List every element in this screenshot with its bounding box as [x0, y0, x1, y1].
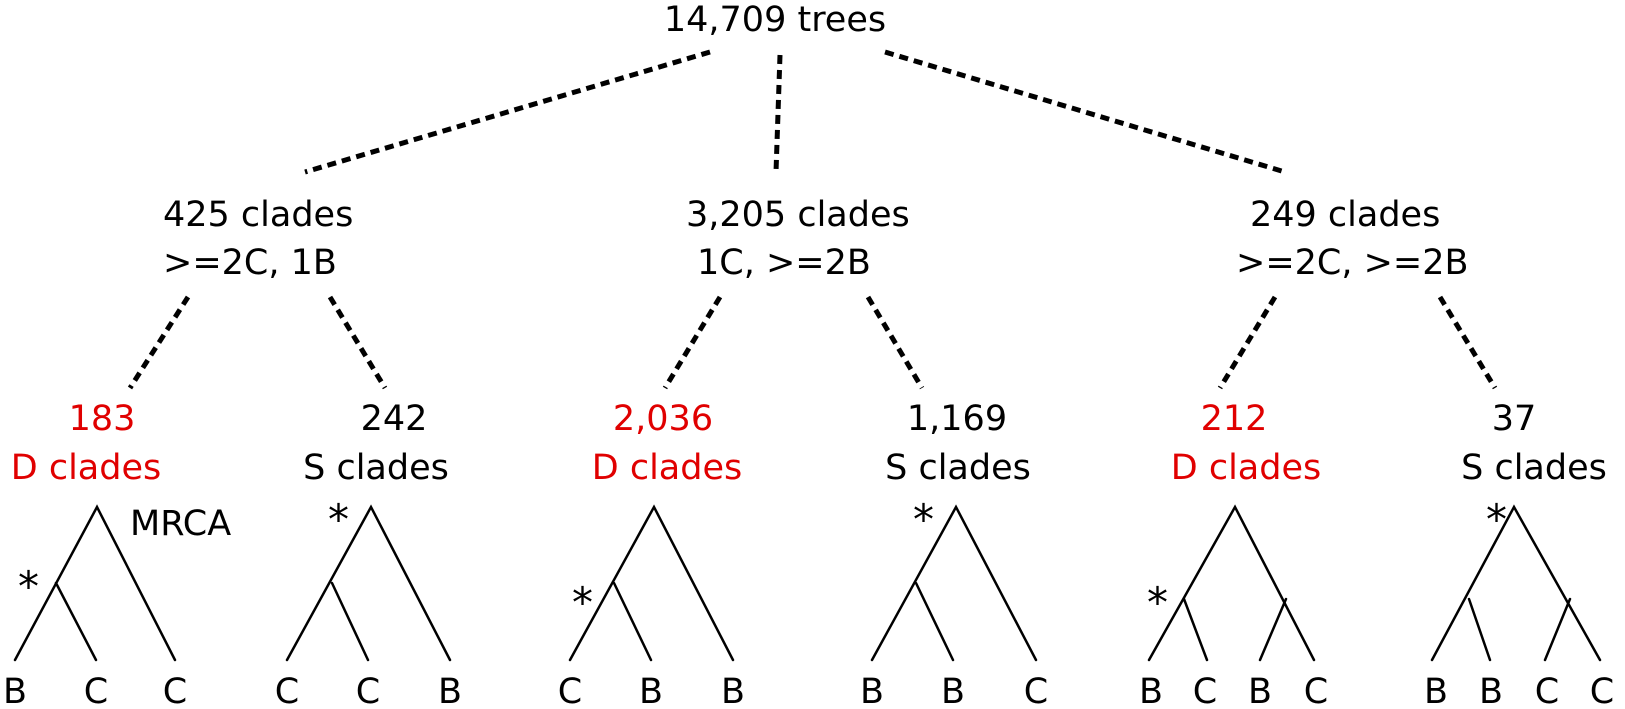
connector-root-group-2: [773, 54, 783, 173]
tree-4-asterisk: *: [913, 495, 934, 544]
tree-2-leaf-1: C: [275, 672, 299, 709]
tree-6-leaf-1: B: [1424, 672, 1448, 709]
group-1-count: 425 clades: [163, 195, 353, 235]
tree-2-leaf-2: C: [356, 672, 380, 709]
tree-3-inner-edge: [612, 581, 653, 662]
outcome-1: 183 D clades: [11, 399, 161, 488]
tree-6-asterisk: *: [1486, 495, 1507, 544]
outcome-3-number: 2,036: [613, 399, 713, 439]
tree-5-left-inner-edge: [1182, 597, 1209, 662]
tree-3-root-edges: [568, 504, 735, 662]
root-label: 14,709 trees: [664, 0, 886, 40]
tree-4-leaf-3: C: [1024, 672, 1048, 709]
tree-1-inner-edge: [54, 581, 98, 662]
tree-1: * MRCA B C C: [3, 504, 231, 709]
connector-root-group-1: [304, 49, 711, 175]
tree-4-inner-edge: [914, 581, 955, 662]
tree-3-leaf-2: B: [639, 672, 663, 709]
group-2-count: 3,205 clades: [686, 195, 910, 235]
outcome-5-label: D clades: [1171, 448, 1321, 488]
group-3: 249 clades >=2C, >=2B: [1236, 195, 1469, 283]
outcome-1-label: D clades: [11, 448, 161, 488]
tree-5-leaf-3: B: [1248, 672, 1272, 709]
tree-5-asterisk: *: [1147, 578, 1168, 627]
tree-6-left-inner-edge: [1467, 597, 1492, 662]
group-2: 3,205 clades 1C, >=2B: [686, 195, 910, 283]
group-3-criteria: >=2C, >=2B: [1236, 243, 1469, 283]
tree-4-root-edges: [870, 504, 1038, 662]
outcome-2-number: 242: [361, 399, 428, 439]
connector-group-2-s: [865, 295, 925, 390]
tree-6-right-inner-edge: [1543, 597, 1572, 662]
connector-group-3-s: [1437, 295, 1498, 390]
outcome-6-number: 37: [1492, 399, 1537, 439]
tree-4-leaf-1: B: [860, 672, 884, 709]
tree-1-leaf-2: C: [84, 672, 108, 709]
outcome-1-number: 183: [69, 399, 136, 439]
tree-3-asterisk: *: [572, 578, 593, 627]
outcome-3-label: D clades: [592, 448, 742, 488]
outcome-4-label: S clades: [885, 448, 1031, 488]
tree-2-leaf-3: B: [438, 672, 462, 709]
tree-5-right-inner-edge: [1258, 597, 1288, 662]
tree-2: * C C B: [275, 495, 462, 709]
tree-1-leaf-1: B: [3, 672, 27, 709]
tree-6-leaf-3: C: [1535, 672, 1559, 709]
group-1: 425 clades >=2C, 1B: [163, 195, 353, 283]
connector-group-1-d: [127, 295, 191, 390]
tree-6-root-edges: [1430, 504, 1602, 662]
outcome-6-label: S clades: [1461, 448, 1607, 488]
outcome-4-number: 1,169: [907, 399, 1007, 439]
outcome-2-label: S clades: [303, 448, 449, 488]
outcome-4: 1,169 S clades: [885, 399, 1031, 488]
tree-5: * B C B C: [1139, 504, 1328, 709]
group-1-criteria: >=2C, 1B: [163, 243, 337, 283]
tree-6: * B B C C: [1424, 495, 1614, 709]
connector-root-group-3: [884, 49, 1286, 175]
outcome-2: 242 S clades: [303, 399, 449, 488]
connector-group-1-s: [327, 295, 388, 390]
connector-group-2-d: [662, 295, 723, 390]
tree-1-mrca-label: MRCA: [130, 504, 231, 544]
tree-5-leaf-4: C: [1304, 672, 1328, 709]
tree-1-root-edges: [13, 504, 177, 662]
group-2-criteria: 1C, >=2B: [697, 243, 871, 283]
tree-2-inner-edge: [330, 581, 370, 662]
tree-5-leaf-1: B: [1139, 672, 1163, 709]
tree-2-root-edges: [285, 504, 452, 662]
root-connectors: [304, 49, 1286, 175]
tree-1-asterisk: *: [18, 562, 39, 611]
tree-3-leaf-1: C: [558, 672, 582, 709]
tree-4-leaf-2: B: [941, 672, 965, 709]
outcome-5: 212 D clades: [1171, 399, 1321, 488]
connector-group-3-d: [1217, 295, 1278, 390]
group-connectors: [127, 295, 1498, 390]
outcome-6: 37 S clades: [1461, 399, 1607, 488]
outcome-5-number: 212: [1201, 399, 1268, 439]
tree-6-leaf-2: B: [1479, 672, 1503, 709]
tree-6-leaf-4: C: [1590, 672, 1614, 709]
tree-3-leaf-3: B: [721, 672, 745, 709]
outcome-3: 2,036 D clades: [592, 399, 742, 488]
group-3-count: 249 clades: [1250, 195, 1440, 235]
tree-4: * B B C: [860, 495, 1048, 709]
tree-2-asterisk: *: [328, 495, 349, 544]
tree-1-leaf-3: C: [163, 672, 187, 709]
tree-3: * C B B: [558, 504, 745, 709]
tree-5-root-edges: [1147, 504, 1316, 662]
tree-5-leaf-2: C: [1193, 672, 1217, 709]
